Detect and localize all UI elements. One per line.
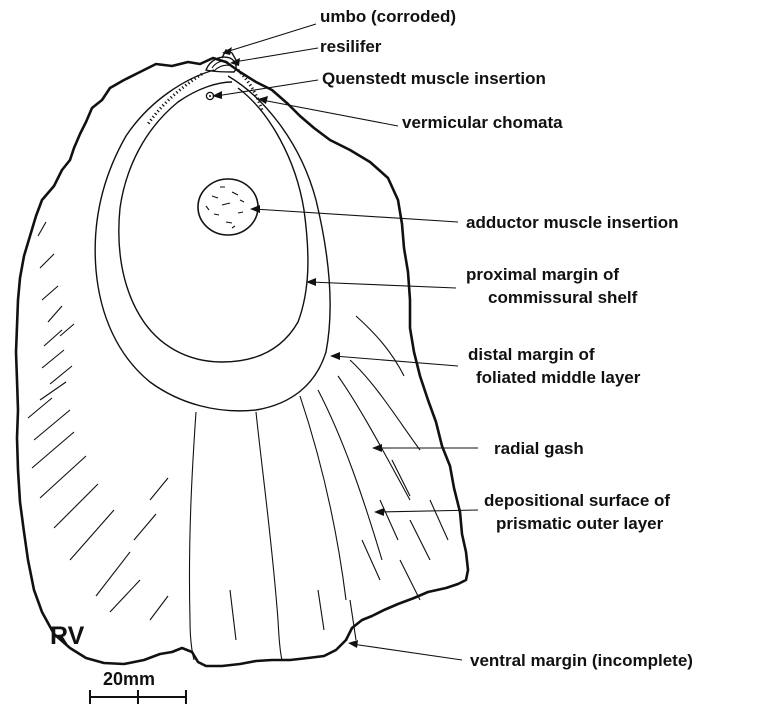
- label-ventral: ventral margin (incomplete): [470, 651, 693, 670]
- label-distal-2: foliated middle layer: [476, 368, 641, 387]
- label-quenstedt: Quenstedt muscle insertion: [322, 69, 546, 88]
- label-resilifer: resilifer: [320, 37, 382, 56]
- label-depositional-1: depositional surface of: [484, 491, 670, 510]
- label-radial: radial gash: [494, 439, 584, 458]
- label-proximal-1: proximal margin of: [466, 265, 619, 284]
- label-depositional-2: prismatic outer layer: [496, 514, 664, 533]
- chomata-left: [148, 74, 202, 124]
- shell-outline: [16, 58, 468, 666]
- valve-label: RV: [50, 622, 85, 650]
- scale-bar-label: 20mm: [103, 669, 155, 689]
- label-adductor: adductor muscle insertion: [466, 213, 679, 232]
- label-umbo: umbo (corroded): [320, 7, 456, 26]
- scale-bar: 20mm: [90, 669, 186, 704]
- distal-margin-line: [95, 70, 330, 411]
- label-distal-1: distal margin of: [468, 345, 595, 364]
- label-proximal-2: commissural shelf: [488, 288, 638, 307]
- label-chomata: vermicular chomata: [402, 113, 563, 132]
- radial-gashes: [28, 222, 448, 660]
